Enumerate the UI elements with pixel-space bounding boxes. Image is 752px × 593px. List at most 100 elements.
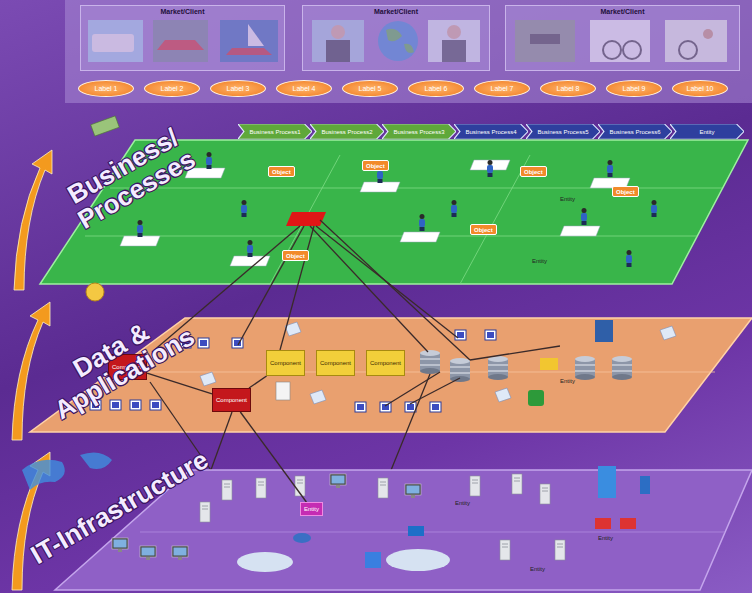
person — [137, 220, 143, 237]
node-text: Market/Client — [374, 8, 418, 15]
link-line — [320, 220, 470, 360]
oval-node: Label 4 — [276, 80, 332, 97]
chev-node: Business Process5 — [526, 124, 600, 139]
node-text: Business Process3 — [393, 129, 444, 135]
bar-node: Entity — [300, 502, 323, 516]
node-text: Entity — [699, 129, 714, 135]
node-text: Object — [286, 253, 305, 259]
obj-node: Object — [362, 160, 389, 171]
chev-node: Entity — [670, 124, 744, 139]
node-text: Label 10 — [687, 85, 714, 92]
grid-line — [85, 236, 697, 237]
connector — [240, 412, 306, 502]
app-icon — [485, 330, 496, 340]
node-text: Object — [366, 163, 385, 169]
node-text: Business Process1 — [249, 129, 300, 135]
app-icon — [355, 402, 366, 412]
mail-icon — [540, 358, 558, 370]
entity-label: Entity — [532, 258, 547, 264]
chevron-shape — [526, 124, 600, 139]
node-text: Label 4 — [293, 85, 316, 92]
node-text: Label 3 — [227, 85, 250, 92]
link-line — [385, 372, 440, 406]
chevron-shape — [310, 124, 384, 139]
person — [626, 250, 632, 267]
oval-node: Label 2 — [144, 80, 200, 97]
node-text: Component — [216, 397, 247, 403]
server-icon — [500, 540, 510, 560]
doc-icon — [595, 320, 613, 342]
phone-icon — [640, 476, 650, 494]
connector — [147, 373, 212, 394]
node-text: Label 1 — [95, 85, 118, 92]
node-text: Business Process5 — [537, 129, 588, 135]
oval-node: Label 5 — [342, 80, 398, 97]
app-icon — [198, 338, 209, 348]
chev-node: Business Process3 — [382, 124, 456, 139]
node-text: Object — [272, 169, 291, 175]
grid-line — [270, 155, 340, 284]
database-icon — [420, 350, 440, 374]
node-text: Label 7 — [491, 85, 514, 92]
entity-label: Entity — [560, 378, 575, 384]
grid-line — [140, 532, 725, 533]
link-line — [310, 226, 428, 352]
entity-label: Entity — [455, 500, 470, 506]
process-marker — [286, 212, 326, 226]
chev-node: Business Process4 — [454, 124, 528, 139]
node-text: Business Process4 — [465, 129, 516, 135]
chev-node: Business Process2 — [310, 124, 384, 139]
chevron-shape — [454, 124, 528, 139]
person — [206, 152, 212, 169]
oval-node: Label 6 — [408, 80, 464, 97]
database-icon — [612, 356, 632, 380]
router-icon — [293, 533, 311, 543]
firewall-icon — [595, 518, 611, 529]
compy-node: Component — [366, 350, 405, 376]
oval-node: Label 9 — [606, 80, 662, 97]
chevron-shape — [598, 124, 672, 139]
list-icon — [528, 390, 544, 406]
server-icon — [222, 480, 232, 500]
person — [451, 200, 457, 217]
infra-icons — [112, 466, 650, 572]
node-text: Label 5 — [359, 85, 382, 92]
person — [487, 160, 493, 177]
chevron-shape — [238, 124, 312, 139]
pc-icon — [330, 474, 346, 488]
oval-node: Label 1 — [78, 80, 134, 97]
person — [651, 200, 657, 217]
desk — [400, 232, 440, 242]
chevron-shape — [382, 124, 456, 139]
database-icon — [488, 356, 508, 380]
oval-node: Label 7 — [474, 80, 530, 97]
money-icon — [91, 116, 120, 136]
obj-node: Object — [470, 224, 497, 235]
up-arrow — [14, 150, 52, 290]
desk — [560, 226, 600, 236]
chev-node: Business Process6 — [598, 124, 672, 139]
node-text: Market/Client — [161, 8, 205, 15]
doc-icon — [200, 372, 216, 386]
entity-label: Entity — [530, 566, 545, 572]
oval-node: Label 10 — [672, 80, 728, 97]
clock-icon — [86, 283, 104, 301]
person — [581, 208, 587, 225]
server-icon — [378, 478, 388, 498]
node-text: Label 8 — [557, 85, 580, 92]
app-icon — [455, 330, 466, 340]
server-icon — [200, 502, 210, 522]
chevron-shape — [670, 124, 744, 139]
phone-icon — [408, 526, 424, 536]
app-icon — [150, 400, 161, 410]
entity-label: Entity — [598, 535, 613, 541]
oval-node: Label 3 — [210, 80, 266, 97]
switch-icon — [365, 552, 381, 568]
app-icon — [130, 400, 141, 410]
link-line — [410, 378, 460, 404]
node-text: Label 6 — [425, 85, 448, 92]
link-line — [385, 374, 430, 485]
doc-icon — [310, 390, 326, 404]
node-text: Object — [616, 189, 635, 195]
